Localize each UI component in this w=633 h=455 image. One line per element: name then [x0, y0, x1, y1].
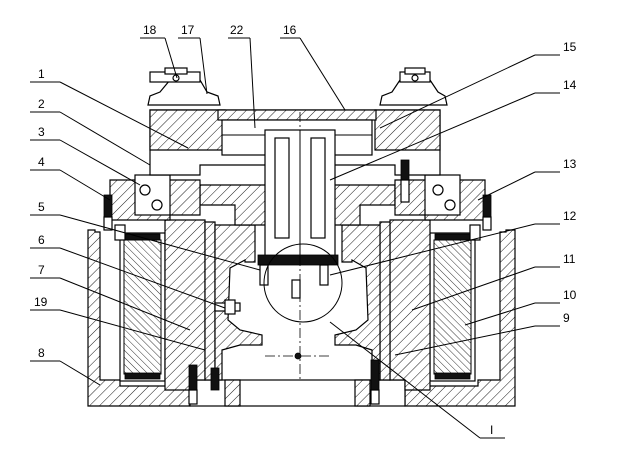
upper-cover-right-part-13	[394, 174, 492, 241]
callout-22: 22	[230, 23, 244, 37]
callout-15: 15	[563, 40, 577, 54]
centerlines	[265, 112, 332, 380]
detail-circle-I	[263, 243, 343, 323]
callout-13: 13	[563, 157, 577, 171]
callout-19: 19	[34, 295, 48, 309]
callout-11: 11	[563, 252, 576, 266]
top-head-right-part-15	[379, 67, 448, 106]
coil-pack-left	[119, 232, 166, 382]
callout-12: 12	[563, 209, 577, 223]
callout-1: 1	[38, 67, 45, 81]
top-head-left-part-18	[147, 67, 221, 106]
bolts	[188, 159, 410, 405]
callout-6: 6	[38, 233, 45, 247]
callout-16: 16	[283, 23, 297, 37]
callout-18: 18	[143, 23, 157, 37]
callout-I: I	[490, 423, 493, 437]
top-frame	[149, 109, 441, 188]
callout-4: 4	[38, 155, 45, 169]
central-housing	[199, 184, 396, 381]
callout-7: 7	[38, 263, 45, 277]
callout-3: 3	[38, 125, 45, 139]
callout-5: 5	[38, 200, 45, 214]
leader-lines	[30, 37, 560, 439]
callout-2: 2	[38, 97, 45, 111]
callout-17: 17	[181, 23, 195, 37]
callout-14: 14	[563, 78, 577, 92]
callout-labels: 1 2 3 4 5 6 7 19 8 18 17 22 16 15 14 13 …	[34, 23, 577, 437]
coil-pack-right	[429, 232, 476, 382]
upper-cover-left-part-3	[103, 174, 201, 241]
callout-10: 10	[563, 288, 577, 302]
callout-9: 9	[563, 311, 570, 325]
inner-sleeve-part-11	[379, 219, 431, 391]
center-column	[257, 129, 339, 299]
callout-8: 8	[38, 346, 45, 360]
